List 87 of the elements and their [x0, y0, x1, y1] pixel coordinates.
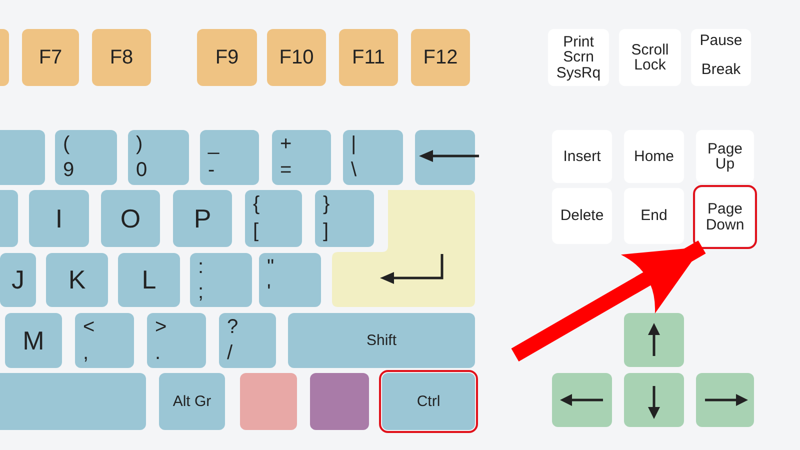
- key-label: Insert: [562, 148, 602, 164]
- keyboard-key: [267, 29, 326, 86]
- key-label: 9: [63, 160, 74, 180]
- key-label: +: [280, 134, 292, 155]
- key-label: <: [83, 317, 95, 338]
- key-label: Delete: [559, 208, 605, 224]
- key-label: F12: [422, 47, 459, 68]
- keyboard-key: [5, 313, 62, 368]
- key-label: F11: [351, 47, 386, 68]
- key-label: F8: [108, 47, 134, 68]
- keyboard-key: [288, 313, 475, 368]
- keyboard-key: [118, 253, 180, 307]
- key-label: ?: [227, 317, 238, 338]
- keyboard-key: [22, 29, 79, 86]
- keyboard-key: [624, 313, 684, 367]
- key-label: ': [267, 282, 271, 303]
- keyboard-key: [101, 190, 160, 247]
- keyboard-key: [75, 313, 134, 368]
- keyboard-key: [315, 190, 374, 247]
- keyboard-key: [0, 373, 146, 430]
- key-label: P: [192, 204, 212, 232]
- keyboard-key: [245, 190, 302, 247]
- key-label: 0: [136, 160, 148, 180]
- key-label: End: [640, 208, 668, 224]
- keyboard-key: [552, 373, 612, 427]
- keyboard-key: [219, 313, 276, 368]
- keyboard-key: [343, 130, 403, 185]
- key-label: :: [198, 257, 204, 278]
- key-label: ,: [83, 342, 89, 364]
- keyboard-key: [55, 130, 117, 185]
- key-label: ": [267, 257, 274, 278]
- key-label: _: [208, 134, 220, 155]
- key-label: F9: [214, 47, 240, 68]
- keyboard-key: [259, 253, 321, 307]
- key-label: Pause: [698, 33, 744, 49]
- keyboard-key: [46, 253, 108, 307]
- key-label: Alt Gr: [172, 394, 212, 410]
- key-label: (: [63, 134, 70, 155]
- keyboard-key: [29, 190, 89, 247]
- key-label: =: [280, 160, 292, 180]
- keyboard-key: [332, 190, 475, 307]
- key-label: Home: [632, 148, 675, 164]
- keyboard-key: [147, 313, 206, 368]
- keyboard-key: [696, 373, 754, 427]
- keyboard-key: [128, 130, 189, 185]
- keyboard-key: [339, 29, 398, 86]
- key-label: ): [136, 134, 143, 155]
- key-label: Ctrl: [416, 394, 442, 410]
- key-label: [: [253, 220, 259, 242]
- keyboard-key: [159, 373, 225, 430]
- key-label: ;: [198, 282, 204, 303]
- key-label: /: [227, 342, 233, 364]
- key-label: ]: [323, 220, 329, 242]
- key-label: Shift: [365, 332, 398, 348]
- keyboard-key: [696, 188, 754, 246]
- keyboard-key: [310, 373, 369, 430]
- keyboard-key: [190, 253, 252, 307]
- keyboard-key: [0, 253, 36, 307]
- key-label: Print Scrn SysRq: [555, 34, 602, 82]
- key-label: -: [208, 160, 215, 180]
- keyboard-key: [200, 130, 259, 185]
- keyboard-key: [272, 130, 331, 185]
- key-label: F10: [278, 47, 315, 68]
- key-label: }: [323, 194, 330, 215]
- key-label: Scroll Lock: [630, 42, 670, 74]
- key-label: J: [10, 266, 26, 294]
- key-label: K: [67, 266, 87, 294]
- keyboard-key: [624, 373, 684, 427]
- keyboard-key: [197, 29, 257, 86]
- key-label: I: [54, 204, 64, 232]
- key-label: F7: [38, 47, 64, 68]
- key-label: \: [351, 160, 357, 180]
- key-label: .: [155, 342, 161, 364]
- keyboard-key: [92, 29, 151, 86]
- key-label: Page Up: [706, 140, 744, 172]
- keyboard-key: [173, 190, 232, 247]
- key-label: |: [351, 134, 356, 155]
- keyboard-key: [411, 29, 470, 86]
- key-label: M: [22, 326, 46, 354]
- key-label: >: [155, 317, 167, 338]
- key-label: O: [119, 204, 142, 232]
- keyboard-key: [240, 373, 297, 430]
- key-label: {: [253, 194, 260, 215]
- key-label: Break: [700, 62, 742, 78]
- key-label: Page Down: [704, 201, 746, 233]
- key-label: L: [140, 266, 158, 294]
- keyboard-key: [382, 373, 475, 430]
